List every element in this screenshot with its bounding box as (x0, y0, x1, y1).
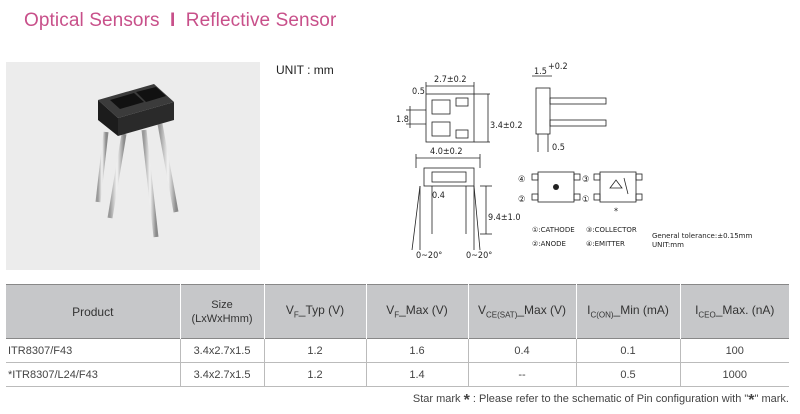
unit-label: UNIT : mm (276, 63, 334, 77)
dim-side-small: 0.5 (552, 143, 565, 153)
cell-vf-typ: 1.2 (264, 362, 367, 387)
dim-angle-left: 0~20° (416, 251, 442, 260)
header-vf-max: VF_Max (V) (366, 284, 469, 339)
cell-vce: 0.4 (468, 338, 577, 363)
table-row: *ITR8307/L24/F43 3.4x2.7x1.5 1.2 1.4 -- … (6, 362, 789, 387)
header-vf-typ: VF_Typ (V) (264, 284, 367, 339)
note-star: * (463, 392, 470, 409)
cell-vf-typ: 1.2 (264, 338, 367, 363)
header-size-line2: (LxWxHmm) (191, 312, 253, 325)
pin-3-label: ③ (582, 175, 589, 185)
dim-front-small: 0.4 (432, 191, 445, 201)
legend-emitter: ④:EMITTER (586, 240, 625, 248)
header-product: Product (6, 284, 181, 339)
pin-2-label: ② (518, 195, 525, 205)
star-mark: * (614, 207, 618, 217)
legend-cathode: ①:CATHODE (532, 226, 575, 234)
dim-front-width: 4.0±0.2 (430, 147, 463, 157)
pin-4-label: ④ (518, 175, 525, 185)
pin-1-label: ① (582, 195, 589, 205)
dim-lead-length: 9.4±1.0 (488, 213, 521, 223)
note-suffix: " mark. (754, 393, 789, 405)
header-size: Size (LxWxHmm) (180, 284, 265, 339)
legend-unit: UNIT:mm (652, 241, 684, 249)
cell-ic: 0.1 (576, 338, 681, 363)
dim-height: 3.4±0.2 (490, 121, 523, 131)
product-subtitle: Reflective Sensor (185, 10, 337, 31)
cell-product: *ITR8307/L24/F43 (6, 362, 181, 387)
header-size-line1: Size (211, 298, 233, 311)
table-header-row: Product Size (LxWxHmm) VF_Typ (V) VF_Max… (6, 284, 789, 339)
category-title: Optical Sensors (24, 10, 160, 31)
cell-size: 3.4x2.7x1.5 (180, 338, 265, 363)
page-title: Optical Sensors I Reflective Sensor (24, 10, 336, 32)
star-mark-note: Star mark * : Please refer to the schema… (413, 392, 789, 410)
dim-small-b: 1.8 (396, 115, 409, 125)
title-separator: I (170, 10, 176, 31)
product-photo (6, 62, 260, 270)
table-row: ITR8307/F43 3.4x2.7x1.5 1.2 1.6 0.4 0.1 … (6, 338, 789, 363)
header-vce-sat: VCE(SAT)_Max (V) (468, 284, 577, 339)
legend-anode: ②:ANODE (532, 240, 566, 248)
dim-angle-right: 0~20° (466, 251, 492, 260)
cell-iceo: 1000 (680, 362, 789, 387)
package-drawing: 2.7±0.2 0.5 1.8 3.4±0.2 1.5 +0.2 0.5 4.0… (396, 62, 752, 260)
spec-table: Product Size (LxWxHmm) VF_Typ (V) VF_Max… (6, 284, 789, 387)
header-ic-on: IC(ON)_Min (mA) (576, 284, 681, 339)
cell-size: 3.4x2.7x1.5 (180, 362, 265, 387)
legend-tolerance: General tolerance:±0.15mm (652, 232, 752, 240)
cell-vce: -- (468, 362, 577, 387)
header-iceo: ICEO_Max. (nA) (680, 284, 789, 339)
cell-iceo: 100 (680, 338, 789, 363)
cell-vf-max: 1.6 (366, 338, 469, 363)
dim-side-top: 1.5 (534, 67, 547, 77)
dim-small-a: 0.5 (412, 87, 425, 97)
note-prefix: Star mark (412, 393, 461, 405)
dim-top-width: 2.7±0.2 (434, 75, 467, 85)
dim-side-tol: +0.2 (548, 62, 568, 72)
note-star-inline: * (748, 392, 755, 409)
cell-product: ITR8307/F43 (6, 338, 181, 363)
cell-ic: 0.5 (576, 362, 681, 387)
cell-vf-max: 1.4 (366, 362, 469, 387)
note-text: : Please refer to the schematic of Pin c… (469, 393, 749, 405)
legend-collector: ③:COLLECTOR (586, 226, 637, 234)
